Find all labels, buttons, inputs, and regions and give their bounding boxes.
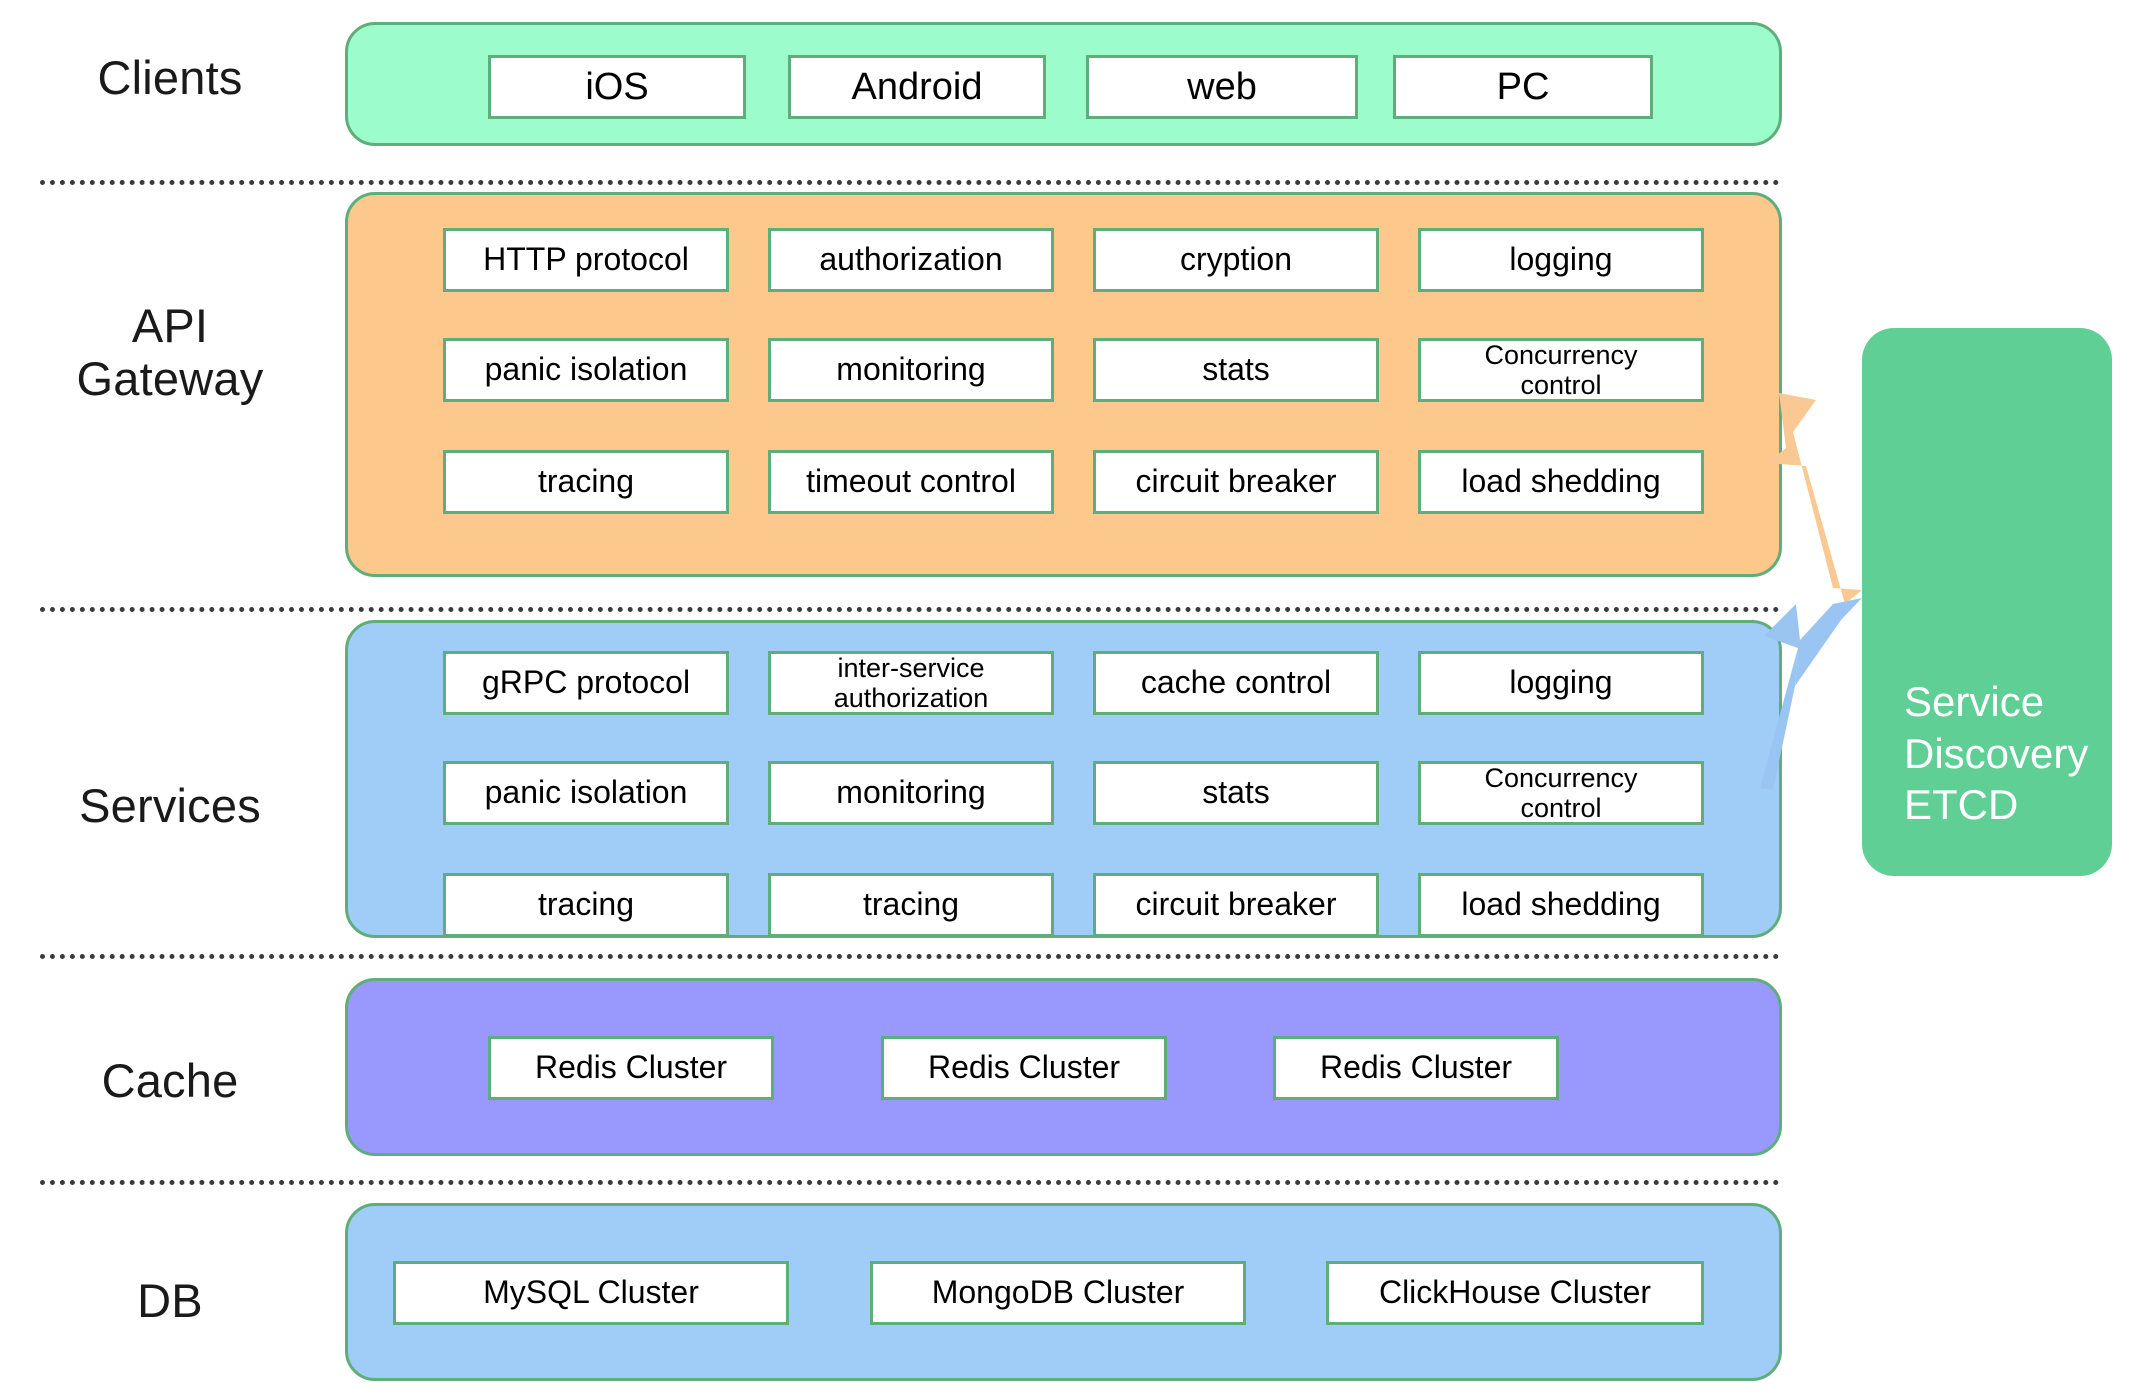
gateway-cell-circuit-breaker[interactable]: circuit breaker (1093, 450, 1379, 514)
services-cell-circuit-breaker[interactable]: circuit breaker (1093, 873, 1379, 937)
cache-cell-redis-3[interactable]: Redis Cluster (1273, 1036, 1559, 1100)
tier-band-api-gateway: HTTP protocol authorization cryption log… (345, 192, 1782, 577)
client-cell-ios[interactable]: iOS (488, 55, 746, 119)
gateway-cell-tracing[interactable]: tracing (443, 450, 729, 514)
cache-cell-redis-1[interactable]: Redis Cluster (488, 1036, 774, 1100)
service-discovery-etcd-box[interactable]: Service Discovery ETCD (1862, 328, 2112, 876)
tier-band-cache: Redis Cluster Redis Cluster Redis Cluste… (345, 978, 1782, 1156)
gateway-cell-monitoring[interactable]: monitoring (768, 338, 1054, 402)
client-cell-android[interactable]: Android (788, 55, 1046, 119)
services-cell-stats[interactable]: stats (1093, 761, 1379, 825)
tier-label-api-gateway: API Gateway (76, 299, 264, 405)
services-cell-logging[interactable]: logging (1418, 651, 1704, 715)
tier-label-cache: Cache (101, 1054, 239, 1107)
separator-services-cache (40, 954, 1780, 959)
tier-label-services: Services (79, 779, 261, 832)
separator-cache-db (40, 1180, 1780, 1185)
gateway-cell-load-shedding[interactable]: load shedding (1418, 450, 1704, 514)
tier-band-db: MySQL Cluster MongoDB Cluster ClickHouse… (345, 1203, 1782, 1381)
services-cell-grpc-protocol[interactable]: gRPC protocol (443, 651, 729, 715)
tier-band-clients: iOS Android web PC (345, 22, 1782, 146)
cache-cell-redis-2[interactable]: Redis Cluster (881, 1036, 1167, 1100)
gateway-cell-logging[interactable]: logging (1418, 228, 1704, 292)
separator-clients-gateway (40, 180, 1780, 185)
service-discovery-etcd-label: Service Discovery ETCD (1904, 678, 2089, 828)
gateway-cell-stats[interactable]: stats (1093, 338, 1379, 402)
client-cell-pc[interactable]: PC (1393, 55, 1653, 119)
gateway-cell-authorization[interactable]: authorization (768, 228, 1054, 292)
gateway-cell-cryption[interactable]: cryption (1093, 228, 1379, 292)
services-cell-monitoring[interactable]: monitoring (768, 761, 1054, 825)
db-cell-mongodb-cluster[interactable]: MongoDB Cluster (870, 1261, 1246, 1325)
gateway-cell-timeout-control[interactable]: timeout control (768, 450, 1054, 514)
separator-gateway-services (40, 607, 1780, 612)
services-cell-panic-isolation[interactable]: panic isolation (443, 761, 729, 825)
client-cell-web[interactable]: web (1086, 55, 1358, 119)
tier-label-clients: Clients (97, 51, 243, 104)
services-cell-concurrency-control[interactable]: Concurrency control (1418, 761, 1704, 825)
tier-band-services: gRPC protocol inter-service authorizatio… (345, 620, 1782, 938)
services-cell-tracing-2[interactable]: tracing (768, 873, 1054, 937)
gateway-cell-panic-isolation[interactable]: panic isolation (443, 338, 729, 402)
services-cell-load-shedding[interactable]: load shedding (1418, 873, 1704, 937)
gateway-cell-concurrency-control[interactable]: Concurrency control (1418, 338, 1704, 402)
services-cell-cache-control[interactable]: cache control (1093, 651, 1379, 715)
services-cell-inter-service-authorization[interactable]: inter-service authorization (768, 651, 1054, 715)
tier-label-db: DB (137, 1274, 203, 1327)
db-cell-mysql-cluster[interactable]: MySQL Cluster (393, 1261, 789, 1325)
services-cell-tracing-1[interactable]: tracing (443, 873, 729, 937)
gateway-cell-http-protocol[interactable]: HTTP protocol (443, 228, 729, 292)
db-cell-clickhouse-cluster[interactable]: ClickHouse Cluster (1326, 1261, 1704, 1325)
